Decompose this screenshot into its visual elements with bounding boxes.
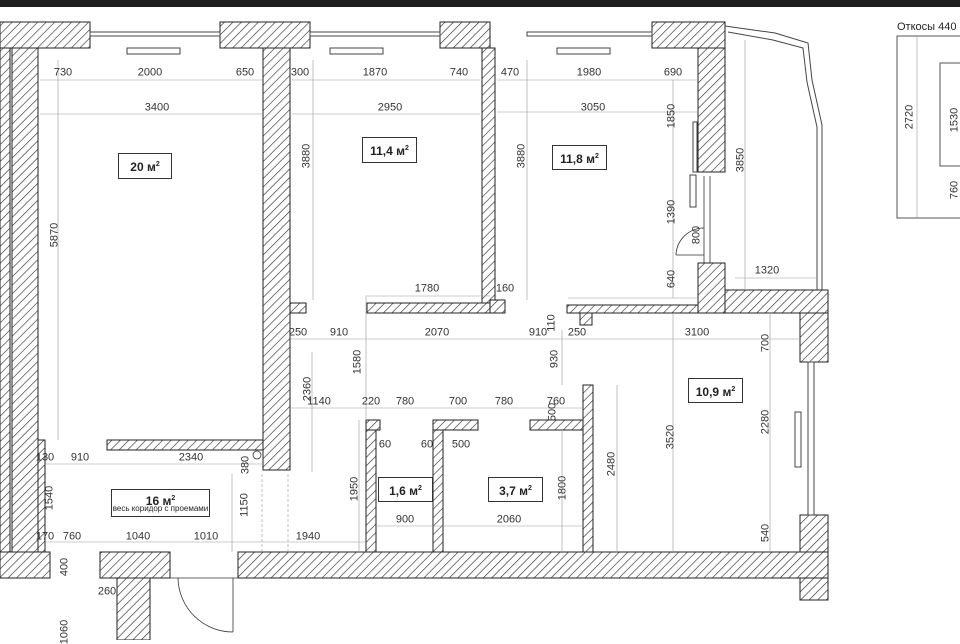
dimension-label: 1040	[126, 532, 150, 543]
dimension-label: 500	[452, 440, 470, 451]
dimension-label: 760	[63, 532, 81, 543]
room-bathroom-area-label: 1,6 м2	[378, 477, 433, 502]
area-value: 11,4 м	[370, 144, 405, 158]
dimension-label: 690	[664, 68, 682, 79]
dimension-label: 3880	[517, 144, 528, 168]
area-value: 11,8 м	[560, 152, 595, 166]
dimension-label: 780	[495, 397, 513, 408]
dimension-label: 2950	[378, 103, 402, 114]
dimension-label: 1320	[755, 266, 779, 277]
dimension-label: 910	[330, 328, 348, 339]
dimension-label: 780	[396, 397, 414, 408]
dimension-label: 3400	[145, 103, 169, 114]
dimension-label: 3520	[666, 425, 677, 449]
dimension-label: 740	[450, 68, 468, 79]
area-unit-exponent: 2	[405, 145, 409, 152]
area-unit-exponent: 2	[731, 386, 735, 393]
dimension-label: 2720	[905, 105, 916, 129]
dimension-label: 2070	[425, 328, 449, 339]
dimension-label: 3850	[736, 148, 747, 172]
dimension-label: 5870	[50, 223, 61, 247]
dimension-label: 220	[362, 397, 380, 408]
dimension-label: 400	[60, 558, 71, 576]
dimension-label: 2280	[761, 410, 772, 434]
room-toilet-bath-area-label: 3,7 м2	[488, 477, 543, 502]
dimension-label: 1150	[240, 493, 251, 517]
dimension-label: 470	[501, 68, 519, 79]
dimension-label: 700	[449, 397, 467, 408]
room-bedroom-2-area-label: 11,8 м2	[552, 145, 607, 170]
dimension-label: 760	[950, 181, 960, 199]
dimension-label: 300	[291, 68, 309, 79]
dimension-label: 1060	[60, 620, 71, 644]
dimension-label: 160	[496, 284, 514, 295]
area-unit-exponent: 2	[595, 153, 599, 160]
dimension-label: 250	[289, 328, 307, 339]
dimension-label: 1580	[353, 350, 364, 374]
dimension-label: 3880	[302, 144, 313, 168]
dimension-label: 730	[54, 68, 72, 79]
dimension-label: 1940	[296, 532, 320, 543]
dimension-label: 2480	[607, 452, 618, 476]
area-value: 3,7 м	[499, 484, 528, 498]
slopes-note: Откосы 440	[897, 21, 956, 33]
dimension-label: 60	[379, 440, 391, 451]
dimension-label: 2060	[497, 515, 521, 526]
dimension-label: 500	[548, 403, 559, 421]
dimension-label: 2000	[138, 68, 162, 79]
dimension-label: 1800	[558, 476, 569, 500]
dimension-label: 380	[241, 456, 252, 474]
room-living-area-label: 20 м2	[118, 153, 172, 179]
dimension-label: 900	[396, 515, 414, 526]
dimension-label: 650	[236, 68, 254, 79]
area-value: 1,6 м	[389, 484, 418, 498]
room-bedroom-3-area-label: 10,9 м2	[688, 378, 743, 403]
dimension-label: 1530	[950, 108, 960, 132]
top-bar	[0, 0, 960, 7]
dimension-label: 1010	[194, 532, 218, 543]
dimension-label: 800	[692, 226, 703, 244]
dimension-label: 910	[71, 453, 89, 464]
dimension-label: 910	[529, 328, 547, 339]
dimension-label: 1540	[45, 486, 56, 510]
area-unit-exponent: 2	[171, 495, 175, 502]
dimension-label: 2340	[179, 453, 203, 464]
dimension-label: 640	[667, 270, 678, 288]
area-value: 20 м	[130, 160, 156, 174]
dimension-label: 3100	[685, 328, 709, 339]
dimension-label: 540	[761, 524, 772, 542]
dimension-label: 60	[421, 440, 433, 451]
dimension-label: 3050	[581, 103, 605, 114]
dimension-label: 2360	[303, 377, 314, 401]
dimension-label: 1980	[577, 68, 601, 79]
area-value: 10,9 м	[696, 385, 732, 399]
dimension-label: 130	[36, 453, 54, 464]
dimension-label: 250	[568, 328, 586, 339]
dimension-label: 700	[761, 334, 772, 352]
dimension-label: 1870	[363, 68, 387, 79]
dimension-label: 1950	[350, 477, 361, 501]
dimension-label: 930	[550, 350, 561, 368]
dimension-label: 260	[98, 587, 116, 598]
dimension-label: 1390	[667, 200, 678, 224]
room-bedroom-1-area-label: 11,4 м2	[362, 137, 417, 163]
area-unit-exponent: 2	[418, 485, 422, 492]
dimension-label: 1780	[415, 284, 439, 295]
corridor-note: весь коридор с проемами	[112, 505, 209, 513]
dimension-label: 110	[547, 314, 558, 332]
area-unit-exponent: 2	[156, 161, 160, 168]
dimension-label: 1850	[667, 104, 678, 128]
dimension-label: 170	[36, 532, 54, 543]
area-unit-exponent: 2	[528, 485, 532, 492]
